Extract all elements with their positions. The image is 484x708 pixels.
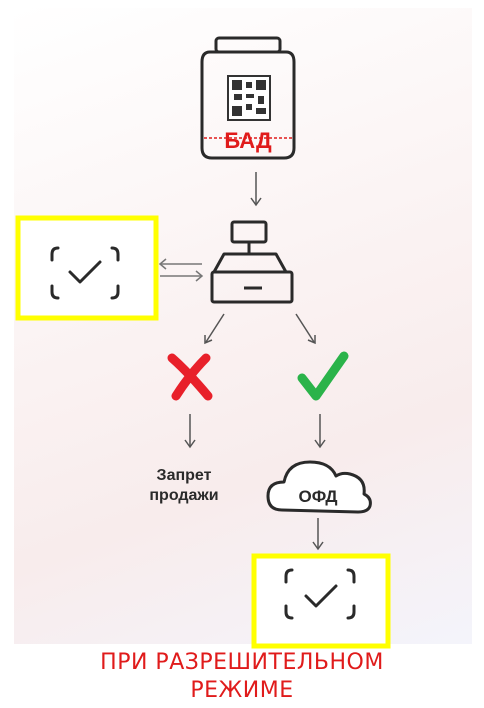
cloud-icon [266,460,372,514]
jar-label: БАД [224,128,272,153]
highlight-box-left [15,215,159,321]
qr-code-icon [227,75,271,121]
jar-icon [200,36,296,160]
cross-icon [167,353,213,401]
arrow-icon [250,172,262,207]
arrow-icon [184,414,326,449]
scan-check-icon [284,568,356,620]
arrow-icon [204,313,316,345]
deny-label-line2: продажи [149,487,218,504]
arrow-icon [158,258,204,282]
caption-line2: РЕЖИМЕ [190,678,294,703]
cash-register-icon [210,220,294,304]
deny-label-line1: Запрет [157,467,212,484]
scan-check-icon [50,246,120,300]
cloud-label: ОФД [299,487,338,506]
arrow-icon [312,518,324,551]
caption-line1: ПРИ РАЗРЕШИТЕЛЬНОМ [100,650,384,675]
checkmark-icon [297,351,349,401]
